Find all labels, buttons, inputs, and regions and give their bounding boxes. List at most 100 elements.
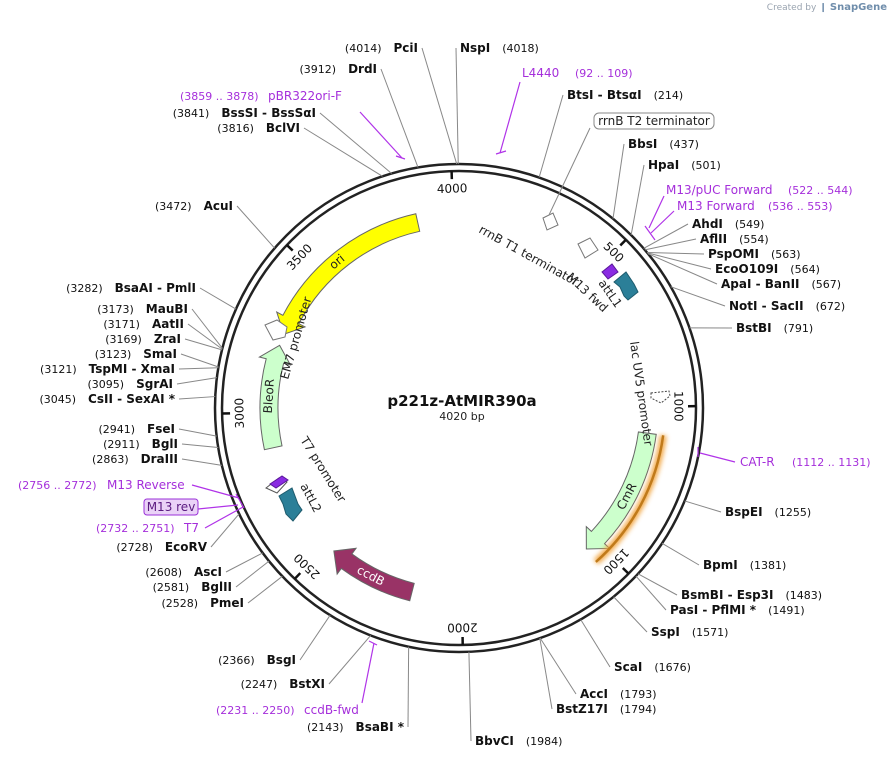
- site-pspomi-name: PspOMI: [708, 247, 759, 261]
- site-bclvi[interactable]: BclVI(3816): [217, 121, 300, 135]
- site-maubi-leader: [191, 308, 223, 349]
- site-nspi-pos: (4018): [502, 42, 539, 55]
- m13-tick: [644, 225, 656, 241]
- site-ecoo109i[interactable]: EcoO109I(564): [715, 262, 820, 276]
- site-ecorv[interactable]: EcoRV (2728): [116, 540, 207, 554]
- site-aatii[interactable]: AatII (3171): [103, 317, 184, 331]
- pbr322ori-tick: [395, 155, 406, 160]
- site-bclvi-pos: (3816): [217, 122, 254, 135]
- site-bsaai-pmli[interactable]: BsaAI - PmlI(3282): [66, 281, 196, 295]
- site-pcii-leader: [421, 47, 458, 165]
- site-sspi[interactable]: SspI(1571): [651, 625, 728, 639]
- site-fsei-leader: [178, 428, 217, 437]
- m13rev-leader: [191, 484, 240, 499]
- feature-bleor-arrow[interactable]: [258, 344, 292, 451]
- site-bbsi-leader: [612, 143, 625, 219]
- site-apai-banii[interactable]: ApaI - BanII(567): [721, 277, 841, 291]
- site-bspei[interactable]: BspEI(1255): [725, 505, 811, 519]
- site-ahdi[interactable]: AhdI(549): [692, 217, 764, 231]
- catr-leader: [699, 452, 736, 463]
- site-tspmi-xmai[interactable]: TspMI - XmaI(3121): [40, 362, 175, 376]
- site-bstz17i-leader: [539, 638, 553, 710]
- rrnb-t2-callout-box[interactable]: [593, 112, 715, 130]
- ccdbfwd-leader: [361, 642, 375, 704]
- feature-bleor-label: BleoR: [261, 378, 277, 413]
- site-btsi-bts-i[interactable]: BtsI - BtsαI(214): [567, 88, 683, 102]
- m13revbox-leader: [197, 504, 239, 510]
- site-bstbi-pos: (791): [784, 322, 814, 335]
- site-ecorv-name: EcoRV: [165, 540, 208, 554]
- site-sgrai[interactable]: SgrAI(3095): [88, 377, 173, 391]
- site-bpmi-pos: (1381): [750, 559, 787, 572]
- site-acui-pos: (3472): [155, 200, 192, 213]
- site-pcii[interactable]: PciI(4014): [345, 41, 418, 55]
- site-bstz17i[interactable]: BstZ17I(1794): [556, 702, 656, 716]
- site-aatii-pos: (3171): [103, 318, 140, 331]
- site-hpai[interactable]: HpaI(501): [648, 158, 721, 172]
- site-bpmi[interactable]: BpmI(1381): [703, 558, 786, 572]
- site-bgli[interactable]: BglI(2911): [103, 437, 178, 451]
- site-zrai[interactable]: ZraI(3169): [105, 332, 181, 346]
- site-acui[interactable]: AcuI(3472): [155, 199, 233, 213]
- site-bglii-name: BglII: [201, 580, 232, 594]
- site-bstbi[interactable]: BstBI(791): [736, 321, 813, 335]
- tick-mark-500: [619, 238, 627, 247]
- site-pmei[interactable]: PmeI(2528): [162, 596, 244, 610]
- site-aflii[interactable]: AflII(554): [700, 232, 769, 246]
- site-bstxi[interactable]: BstXI(2247): [241, 677, 325, 691]
- feature-ccdb-arrow[interactable]: [333, 547, 415, 602]
- site-bglii[interactable]: BglII(2581): [153, 580, 232, 594]
- site-drdi-leader: [380, 68, 419, 168]
- site-bbvci[interactable]: BbvCI(1984): [475, 734, 562, 748]
- site-aatii-name: AatII: [152, 317, 184, 331]
- site-sspi-name: SspI: [651, 625, 680, 639]
- site-ecorv-pos: (2728): [116, 541, 153, 554]
- primer-t7-name: T7: [183, 521, 199, 535]
- site-zrai-leader: [184, 338, 223, 351]
- site-noti-sacii[interactable]: NotI - SacII(672): [729, 299, 845, 313]
- site-fsei[interactable]: FseI(2941): [98, 422, 175, 436]
- site-acci[interactable]: AccI(1793): [580, 687, 657, 701]
- site-bsmbi-esp3i[interactable]: BsmBI - Esp3I(1483): [681, 588, 822, 602]
- site-bsabi[interactable]: BsaBI *(2143): [307, 720, 405, 734]
- site-aatii-leader: [187, 323, 223, 350]
- site-nspi-name: NspI: [460, 41, 490, 55]
- site-ecorv-leader: [210, 513, 240, 548]
- snapgene-logo-icon: ❙: [819, 2, 827, 13]
- site-pspomi[interactable]: PspOMI(563): [708, 247, 801, 261]
- site-btsi-bts-i-leader: [538, 94, 564, 178]
- site-acui-leader: [236, 205, 276, 249]
- site-bgli-leader: [181, 443, 219, 448]
- site-drdi[interactable]: DrdI(3912): [299, 62, 377, 76]
- site-fsei-pos: (2941): [98, 423, 135, 436]
- site-maubi[interactable]: MauBI(3173): [97, 302, 188, 316]
- site-bspei-leader: [684, 500, 722, 513]
- site-bstxi-pos: (2247): [241, 678, 278, 691]
- site-csii-sexai[interactable]: CsII - SexAI *(3045): [39, 392, 175, 406]
- site-asci[interactable]: AscI(2608): [145, 565, 222, 579]
- site-sgrai-leader: [176, 377, 217, 385]
- site-bbsi[interactable]: BbsI(437): [628, 137, 699, 151]
- site-acci-leader: [539, 637, 577, 695]
- site-bsmbi-esp3i-name: BsmBI - Esp3I: [681, 588, 773, 602]
- site-noti-sacii-pos: (672): [816, 300, 846, 313]
- site-draiii[interactable]: DraIII(2863): [92, 452, 178, 466]
- snapgene-brand: Created by ❙ SnapGene: [767, 2, 887, 13]
- site-bsssi-bsss-i-name: BssSI - BssSαI: [221, 106, 316, 120]
- feature-ori-arrow[interactable]: [275, 213, 421, 335]
- tick-label-2000: 2000: [447, 620, 478, 634]
- primer-m13rev-pos: (2756 .. 2772): [18, 479, 97, 492]
- site-pasi-pflmi[interactable]: PasI - PflMI *(1491): [670, 603, 805, 617]
- site-nspi[interactable]: NspI (4018): [460, 41, 539, 55]
- tick-mark-3500: [286, 244, 294, 252]
- site-bsssi-bsss-i[interactable]: BssSI - BssSαI(3841): [173, 106, 316, 120]
- site-pasi-pflmi-pos: (1491): [768, 604, 805, 617]
- site-bsgi[interactable]: BsgI(2366): [218, 653, 296, 667]
- site-hpai-pos: (501): [691, 159, 721, 172]
- feature-cmr-arrow[interactable]: [585, 431, 657, 550]
- brand-name: SnapGene: [829, 2, 887, 13]
- m13-rev-highlight-box[interactable]: [143, 498, 199, 516]
- site-scai[interactable]: ScaI(1676): [614, 660, 691, 674]
- site-smai[interactable]: SmaI(3123): [95, 347, 177, 361]
- m13-rev-box-label: M13 rev: [147, 500, 196, 514]
